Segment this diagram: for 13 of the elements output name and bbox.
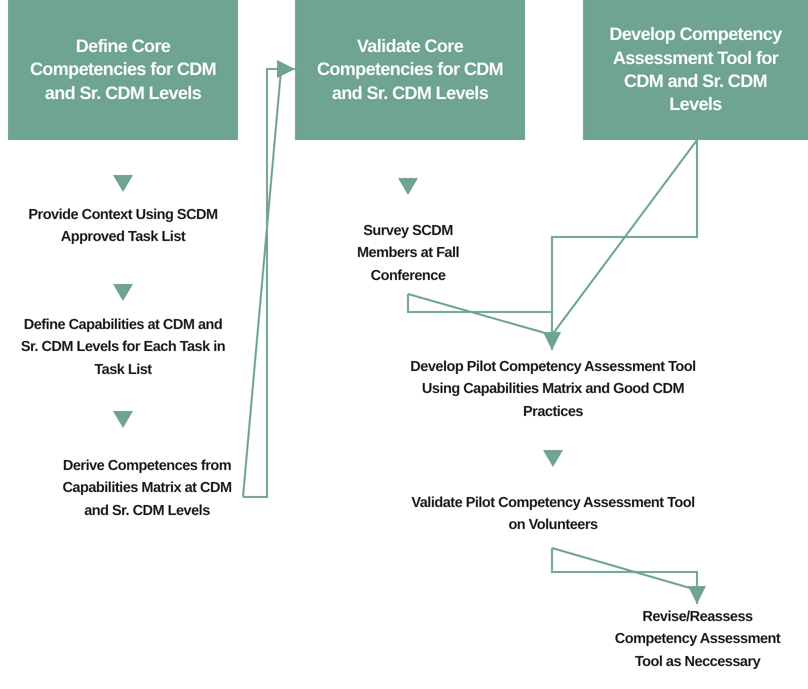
process-box [295, 0, 525, 140]
process-box [8, 0, 238, 140]
box-title: Develop Competency Assessment Tool for CDM and Sr. CDM Levels [608, 23, 783, 116]
step-text: Develop Pilot Competency Assessment Tool Using Capabilities Matrix and Good CDM Practices [405, 356, 701, 426]
step-text: Define Capabilities at CDM and Sr. CDM Levels for Each Task in Task List [18, 314, 228, 384]
step-text: Revise/Reassess Competency Assessment Tool as Neccessary [600, 606, 795, 686]
process-box [583, 0, 808, 140]
step-text: Validate Pilot Competency Assessment Tool on Volunteers [405, 492, 701, 540]
step-text: Survey SCDM Members at Fall Conference [350, 220, 466, 296]
box-title: Define Core Competencies for CDM and Sr. CDM Levels [28, 34, 218, 105]
step-text: Derive Competences from Capabilities Matrix at CDM and Sr. CDM Levels [50, 455, 244, 527]
step-text: Provide Context Using SCDM Approved Task List [18, 204, 228, 266]
box-title: Validate Core Competencies for CDM and Sr. CDM Levels [316, 34, 504, 105]
